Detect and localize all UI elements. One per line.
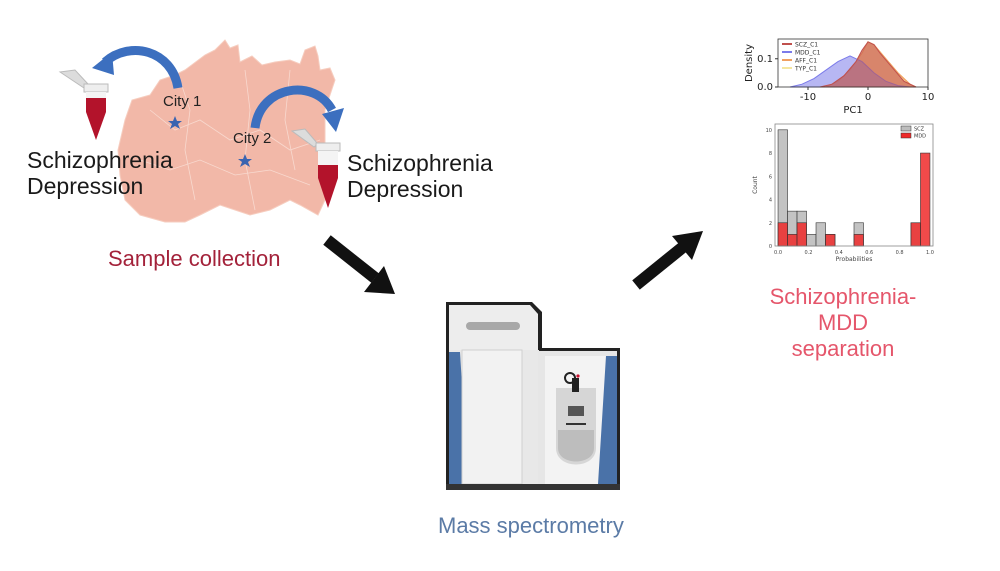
- curved-arrow-left-icon: [102, 46, 183, 90]
- y-tick-label: 4: [769, 198, 772, 204]
- right-sample-line1: Schizophrenia: [347, 150, 493, 176]
- x-tick-label: 0: [865, 92, 871, 103]
- hist-bar-MDD: [787, 234, 798, 247]
- hist-bar-MDD: [910, 222, 921, 247]
- hist-bar-SCZ: [806, 234, 817, 247]
- hist-bar-MDD: [920, 152, 931, 247]
- legend-label-TYP_C1: TYP_C1: [794, 66, 817, 73]
- y-tick-label: 10: [766, 128, 772, 134]
- city2-star-icon: [238, 154, 252, 167]
- y-tick-label: 0.0: [757, 82, 773, 93]
- x-tick-label: 0.2: [804, 250, 812, 256]
- city1-star-icon: [168, 116, 182, 129]
- city2-label: City 2: [233, 130, 272, 147]
- y-tick-label: 2: [769, 221, 772, 227]
- hist-bar-MDD: [796, 222, 807, 247]
- y-axis-label: Density: [744, 44, 755, 82]
- russia-map: [117, 39, 336, 223]
- x-axis-label: PC1: [843, 105, 862, 115]
- left-sample-tube-icon: [58, 69, 109, 140]
- city1-label: City 1: [163, 93, 202, 110]
- right-sample-label: Schizophrenia Depression: [347, 150, 493, 202]
- x-tick-label: 1.0: [926, 250, 934, 256]
- flow-arrow-to-ms-icon: [323, 235, 395, 294]
- legend-swatch-MDD: [900, 132, 912, 139]
- region-borders: [139, 69, 321, 211]
- left-sample-label: Schizophrenia Depression: [27, 147, 173, 199]
- plot-frame: [777, 38, 929, 88]
- legend-label-AFF_C1: AFF_C1: [795, 58, 817, 65]
- curved-arrow-left-head-icon: [92, 52, 114, 75]
- y-tick-label: 8: [769, 151, 772, 157]
- legend-label-SCZ: SCZ: [914, 127, 925, 133]
- hist-bar-MDD: [853, 234, 864, 247]
- separation-caption-line1: Schizophrenia-MDD: [769, 284, 917, 335]
- sample-collection-caption: Sample collection: [108, 246, 281, 271]
- x-tick-label: -10: [800, 92, 816, 103]
- x-tick-label: 0.6: [865, 250, 873, 256]
- y-tick-label: 6: [769, 174, 772, 180]
- mass-spectrometry-caption: Mass spectrometry: [438, 513, 624, 538]
- x-tick-label: 0.0: [774, 250, 782, 256]
- x-axis-label: Probabilities: [836, 256, 873, 263]
- legend-label-SCZ_C1: SCZ_C1: [795, 42, 818, 49]
- legend-swatch-SCZ: [900, 125, 912, 132]
- right-sample-line2: Depression: [347, 176, 464, 202]
- flow-arrow-to-analysis-icon: [632, 231, 703, 290]
- hist-bar-MDD: [777, 222, 788, 247]
- legend-label-MDD: MDD: [914, 134, 926, 140]
- separation-caption: Schizophrenia-MDD separation: [748, 284, 938, 362]
- separation-caption-line2: separation: [791, 336, 895, 361]
- density-curve-SCZ_C1: [819, 41, 917, 88]
- plot-frame: [774, 123, 934, 247]
- right-sample-tube-icon: [290, 128, 341, 208]
- mass-spectrometer-icon: [446, 302, 620, 490]
- y-axis-label: Count: [752, 175, 759, 193]
- x-tick-label: 10: [922, 92, 935, 103]
- y-tick-label: 0.1: [757, 54, 773, 65]
- left-sample-line1: Schizophrenia: [27, 147, 173, 173]
- curved-arrow-right-head-icon: [322, 108, 344, 132]
- left-sample-line2: Depression: [27, 173, 144, 199]
- y-tick-label: 0: [769, 244, 772, 250]
- legend-label-MDD_C1: MDD_C1: [795, 50, 821, 57]
- x-tick-label: 0.4: [835, 250, 843, 256]
- curved-arrow-right-icon: [250, 85, 336, 129]
- x-tick-label: 0.8: [896, 250, 904, 256]
- hist-bar-SCZ: [815, 222, 826, 247]
- hist-bar-MDD: [825, 234, 836, 247]
